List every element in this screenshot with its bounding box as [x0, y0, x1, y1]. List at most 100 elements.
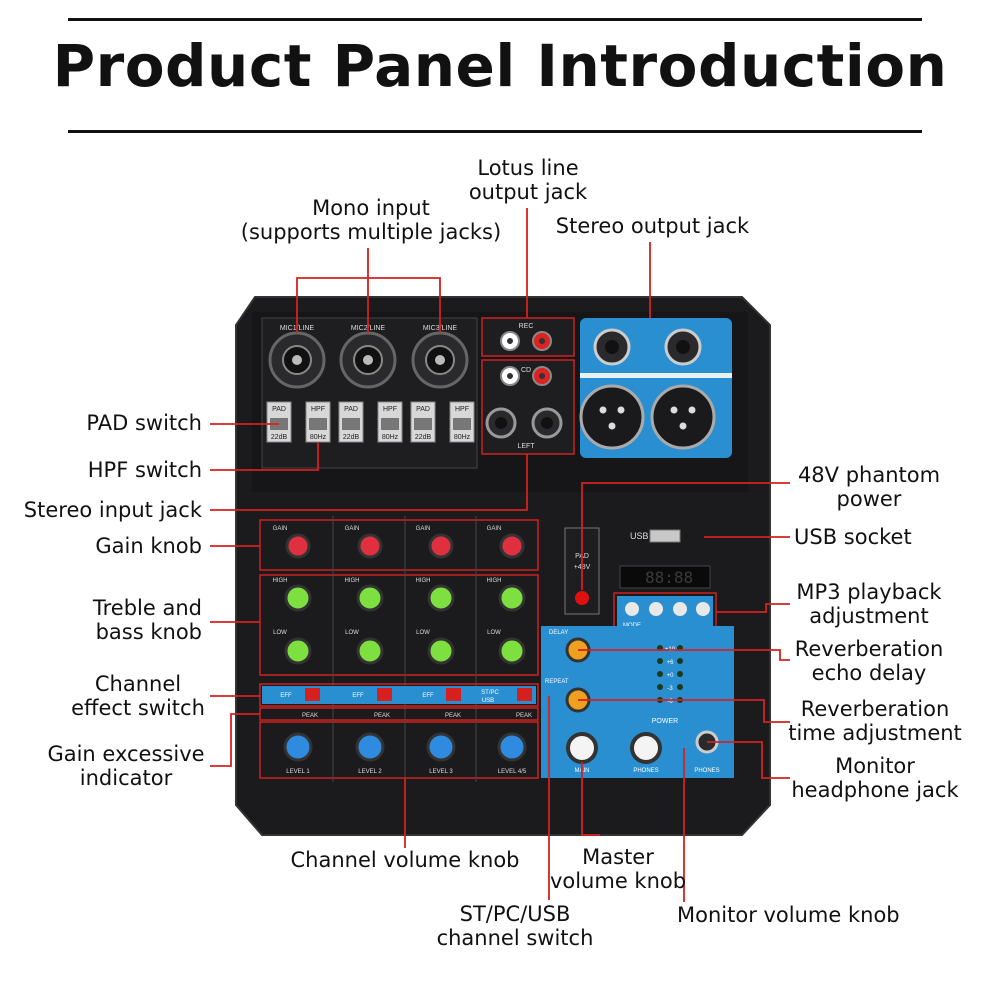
low-label-2: LOW [345, 630, 359, 636]
power-label: POWER [652, 718, 678, 725]
leader-monitor-jack [707, 741, 790, 779]
vu-label-5: -6 [667, 699, 673, 705]
level-label-3: LEVEL 3 [429, 769, 453, 775]
phones-jack-label: PHONES [694, 768, 719, 774]
mp3-display [619, 565, 711, 589]
stereo-output-jacks [593, 328, 702, 366]
high-label-3: HIGH [416, 578, 431, 584]
gain-label-4: GAIN [487, 526, 502, 532]
switch-6-label: HPF [455, 406, 469, 413]
switch-2-sub: 80Hz [310, 434, 327, 441]
vu-label-3: +0 [667, 673, 675, 679]
peak-label-3: PEAK [445, 713, 461, 719]
eff-label-1: EFF [280, 693, 292, 699]
leader-lines [210, 208, 790, 902]
top-rule [68, 18, 922, 21]
stereo-input-jacks [485, 407, 563, 439]
leader-stereo-in [210, 454, 528, 511]
gain-label-2: GAIN [345, 526, 360, 532]
xlr-inputs [268, 331, 469, 389]
switch-3 [338, 401, 364, 443]
leader-delay [578, 649, 790, 661]
page-title: Product Panel Introduction [52, 32, 948, 100]
switch-2 [305, 401, 331, 443]
switch-2-label: HPF [311, 406, 325, 413]
main-knob [566, 732, 598, 764]
label-channel-volume: Channel volume knob [290, 848, 520, 872]
switch-5-label: PAD [416, 406, 430, 413]
switch-5 [410, 401, 436, 443]
xlr-combo-jack-1 [268, 331, 326, 389]
rec-rca-jacks [500, 331, 552, 351]
leader-mp3 [716, 603, 790, 613]
channel-strips [259, 519, 539, 779]
label-mono-input: Mono input(supports multiple jacks) [240, 196, 502, 244]
leader-reverb-time [578, 699, 790, 723]
effect-strip-box [259, 683, 539, 707]
delay-label: DELAY [549, 630, 568, 636]
level-knobs [283, 732, 527, 762]
high-label-1: HIGH [273, 578, 288, 584]
leader-hpf [210, 442, 319, 471]
xlr-output-jacks [579, 384, 716, 450]
gain-knobs [285, 533, 525, 559]
switch-1-label: PAD [272, 406, 286, 413]
mp3-buttons [625, 602, 710, 616]
level-label-2: LEVEL 2 [358, 769, 382, 775]
label-stereo-output: Stereo output jack [555, 214, 750, 238]
label-pad-switch: PAD switch [86, 411, 202, 435]
phones-knob-label: PHONES [633, 768, 658, 774]
gain-label-1: GAIN [273, 526, 288, 532]
peak-label-2: PEAK [374, 713, 390, 719]
switch-6 [449, 401, 475, 443]
high-label-4: HIGH [487, 578, 502, 584]
level-label-4: LEVEL 4/5 [498, 769, 527, 775]
switch-3-label: PAD [344, 406, 358, 413]
leader-master [581, 762, 600, 836]
xlr-combo-jack-2 [339, 331, 397, 389]
phantom-button [575, 591, 589, 605]
low-label-4: LOW [487, 630, 501, 636]
eq-row-box [259, 574, 539, 676]
switch-4-label: HPF [383, 406, 397, 413]
level-row-box [259, 721, 539, 779]
cd-label: CD [521, 367, 531, 374]
pad-hpf-switches [266, 401, 475, 443]
eff-buttons [305, 688, 532, 701]
label-usb-socket: USB socket [794, 525, 912, 549]
switch-6-sub: 80Hz [454, 434, 471, 441]
switch-1-sub: 22dB [271, 434, 288, 441]
cd-rca-jacks [500, 366, 552, 386]
bass-knobs [284, 637, 526, 665]
left-label: LEFT [517, 443, 535, 450]
switch-5-sub: 22dB [415, 434, 432, 441]
rec-rca-box [481, 317, 575, 357]
bottom-rule [68, 130, 922, 133]
switch-4-sub: 80Hz [382, 434, 399, 441]
label-hpf-switch: HPF switch [87, 458, 202, 482]
label-stereo-input: Stereo input jack [23, 498, 202, 522]
low-label-3: LOW [416, 630, 430, 636]
high-label-2: HIGH [345, 578, 360, 584]
peak-label-4: PEAK [516, 713, 532, 719]
usb-port [649, 529, 681, 543]
repeat-label: REPEAT [545, 679, 569, 685]
phones-knob [630, 732, 662, 764]
cd-left-box [481, 359, 575, 455]
vu-label-4: -3 [667, 686, 673, 692]
switch-1 [266, 401, 292, 443]
low-label-1: LOW [273, 630, 287, 636]
level-label-1: LEVEL 1 [286, 769, 310, 775]
gain-row-box [259, 519, 539, 571]
rec-label: REC [519, 323, 534, 330]
